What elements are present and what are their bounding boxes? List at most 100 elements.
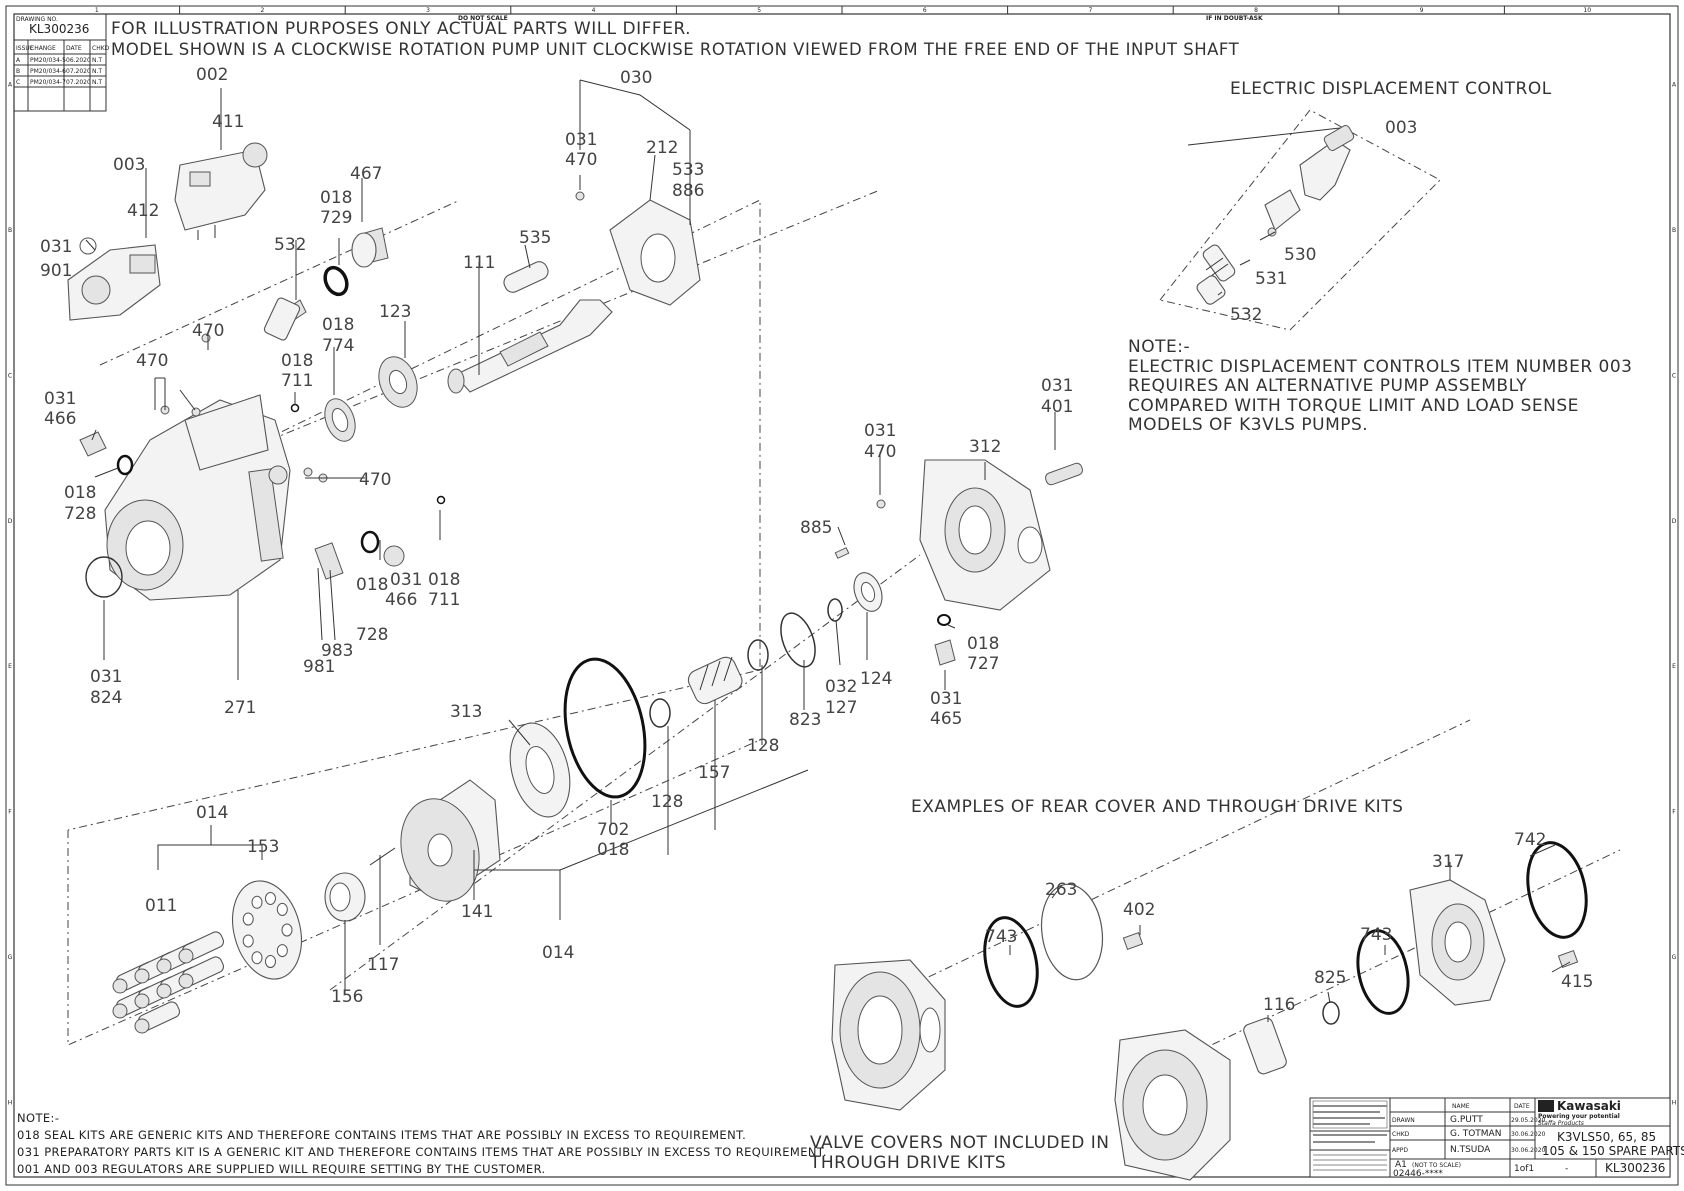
- grid-column-4: 4: [592, 7, 596, 14]
- grid-column-1: 1: [95, 7, 99, 14]
- grid-row-H-right: H: [1672, 1099, 1677, 1106]
- grid-row-C-left: C: [8, 372, 12, 379]
- revision-cell: A: [16, 57, 21, 64]
- grid-row-F-right: F: [1672, 809, 1676, 816]
- drawing-title-line-1: K3VLS50, 65, 85: [1557, 1130, 1656, 1144]
- label-824: 824: [90, 688, 122, 708]
- label-271: 271: [224, 698, 256, 718]
- label-702: 702: [597, 820, 629, 840]
- label-531: 531: [1255, 269, 1287, 289]
- label-018-d: 018: [64, 483, 96, 503]
- edc-note-line-3: REQUIRES AN ALTERNATIVE PUMP ASSEMBLY: [1128, 376, 1527, 396]
- piston-shoe: [112, 978, 128, 994]
- label-825: 825: [1314, 968, 1346, 988]
- revision-cell: PM20/034-7: [30, 79, 66, 86]
- grid-row-H-left: H: [8, 1099, 13, 1106]
- edc-note-line-2: ELECTRIC DISPLACEMENT CONTROLS ITEM NUMB…: [1128, 357, 1633, 377]
- retainer-hole: [281, 923, 293, 937]
- grid-row-A-right: A: [1672, 82, 1677, 89]
- grid-column-7: 7: [1088, 7, 1092, 14]
- label-470-b: 470: [136, 351, 168, 371]
- valve-cover-note-line-1: VALVE COVERS NOT INCLUDED IN: [810, 1133, 1110, 1153]
- notes-heading: NOTE:-: [17, 1111, 59, 1125]
- part-labels: 002 411 003 412 031 901 467 018 729 532 …: [40, 65, 1593, 1015]
- revision-cell: C: [16, 79, 20, 86]
- label-470-c: 470: [359, 470, 391, 490]
- label-030: 030: [620, 68, 652, 88]
- label-011: 011: [145, 896, 177, 916]
- label-532: 532: [274, 235, 306, 255]
- edc-note-line-1: NOTE:-: [1128, 337, 1190, 357]
- pump-housing-271: [104, 394, 291, 601]
- grid-column-6: 6: [923, 7, 927, 14]
- label-124: 124: [860, 669, 892, 689]
- grid-column-2: 2: [260, 7, 264, 14]
- valve-plate-313: [509, 722, 571, 818]
- checked-date: 30.06.2020: [1511, 1131, 1546, 1138]
- label-003-edc: 003: [1385, 118, 1417, 138]
- retainer-hole: [264, 955, 276, 969]
- label-711-a: 711: [281, 371, 313, 391]
- retainer-hole: [251, 951, 263, 965]
- revision-cell: 06.2020: [66, 57, 91, 64]
- leader-lines: [85, 79, 1571, 1022]
- rotation-note: MODEL SHOWN IS A CLOCKWISE ROTATION PUMP…: [111, 40, 1240, 59]
- label-886: 886: [672, 181, 704, 201]
- drawn-label: DRAWN: [1392, 1117, 1415, 1124]
- revision-header-cell: DATE: [66, 45, 82, 52]
- name-column-label: NAME: [1452, 1103, 1470, 1110]
- label-470-d: 470: [565, 150, 597, 170]
- label-729: 729: [320, 208, 352, 228]
- label-402: 402: [1123, 900, 1155, 920]
- label-465: 465: [930, 709, 962, 729]
- label-123: 123: [379, 302, 411, 322]
- label-116: 116: [1263, 995, 1295, 1015]
- input-shaft-111: [447, 261, 613, 394]
- edc-note-line-5: MODELS OF K3VLS PUMPS.: [1128, 415, 1368, 435]
- scale-note: (NOT TO SCALE): [1412, 1162, 1461, 1169]
- label-031-h: 031: [930, 689, 962, 709]
- company-tagline: Powering your potential: [1538, 1113, 1620, 1120]
- edc-note: NOTE:- ELECTRIC DISPLACEMENT CONTROLS IT…: [1128, 337, 1633, 435]
- regulator-003: [67, 237, 161, 321]
- label-743-b: 743: [1360, 925, 1392, 945]
- drawn-by: G.PUTT: [1450, 1115, 1483, 1125]
- label-153: 153: [247, 837, 279, 857]
- label-711-b: 711: [428, 590, 460, 610]
- label-157: 157: [698, 763, 730, 783]
- spring-157: [649, 656, 743, 728]
- grid-row-C-right: C: [1672, 372, 1676, 379]
- label-014-a: 014: [196, 803, 228, 823]
- revision-cell: PM20/034-5: [30, 57, 66, 64]
- label-127: 127: [825, 698, 857, 718]
- valve-cover-note-line-2: THROUGH DRIVE KITS: [809, 1153, 1006, 1173]
- edc-section-title: ELECTRIC DISPLACEMENT CONTROL: [1230, 79, 1552, 99]
- grid-row-G-right: G: [1672, 954, 1677, 961]
- piston-shoe: [178, 973, 194, 989]
- label-532-edc: 532: [1230, 305, 1262, 325]
- label-018-e: 018: [428, 570, 460, 590]
- through-drive-valve-cover-1: [831, 959, 946, 1111]
- label-743-a: 743: [985, 927, 1017, 947]
- retainer-plate-153: [232, 880, 302, 980]
- label-014-b: 014: [542, 943, 574, 963]
- label-983: 983: [321, 641, 353, 661]
- retainer-hole: [242, 912, 254, 926]
- label-470-a: 470: [192, 321, 224, 341]
- revision-cell: B: [16, 68, 20, 75]
- retainer-hole: [242, 934, 254, 948]
- label-467: 467: [350, 164, 382, 184]
- label-212: 212: [646, 138, 678, 158]
- label-031-e: 031: [565, 130, 597, 150]
- revision-header-cell: CHKD: [92, 45, 110, 52]
- company-division: Staffa Products: [1538, 1120, 1584, 1127]
- bearing-124: [747, 572, 883, 671]
- label-032: 032: [825, 677, 857, 697]
- piston-shoe: [134, 968, 150, 984]
- label-981: 981: [303, 657, 335, 677]
- label-002: 002: [196, 65, 228, 85]
- grid-row-E-right: E: [1672, 663, 1676, 670]
- label-412: 412: [127, 201, 159, 221]
